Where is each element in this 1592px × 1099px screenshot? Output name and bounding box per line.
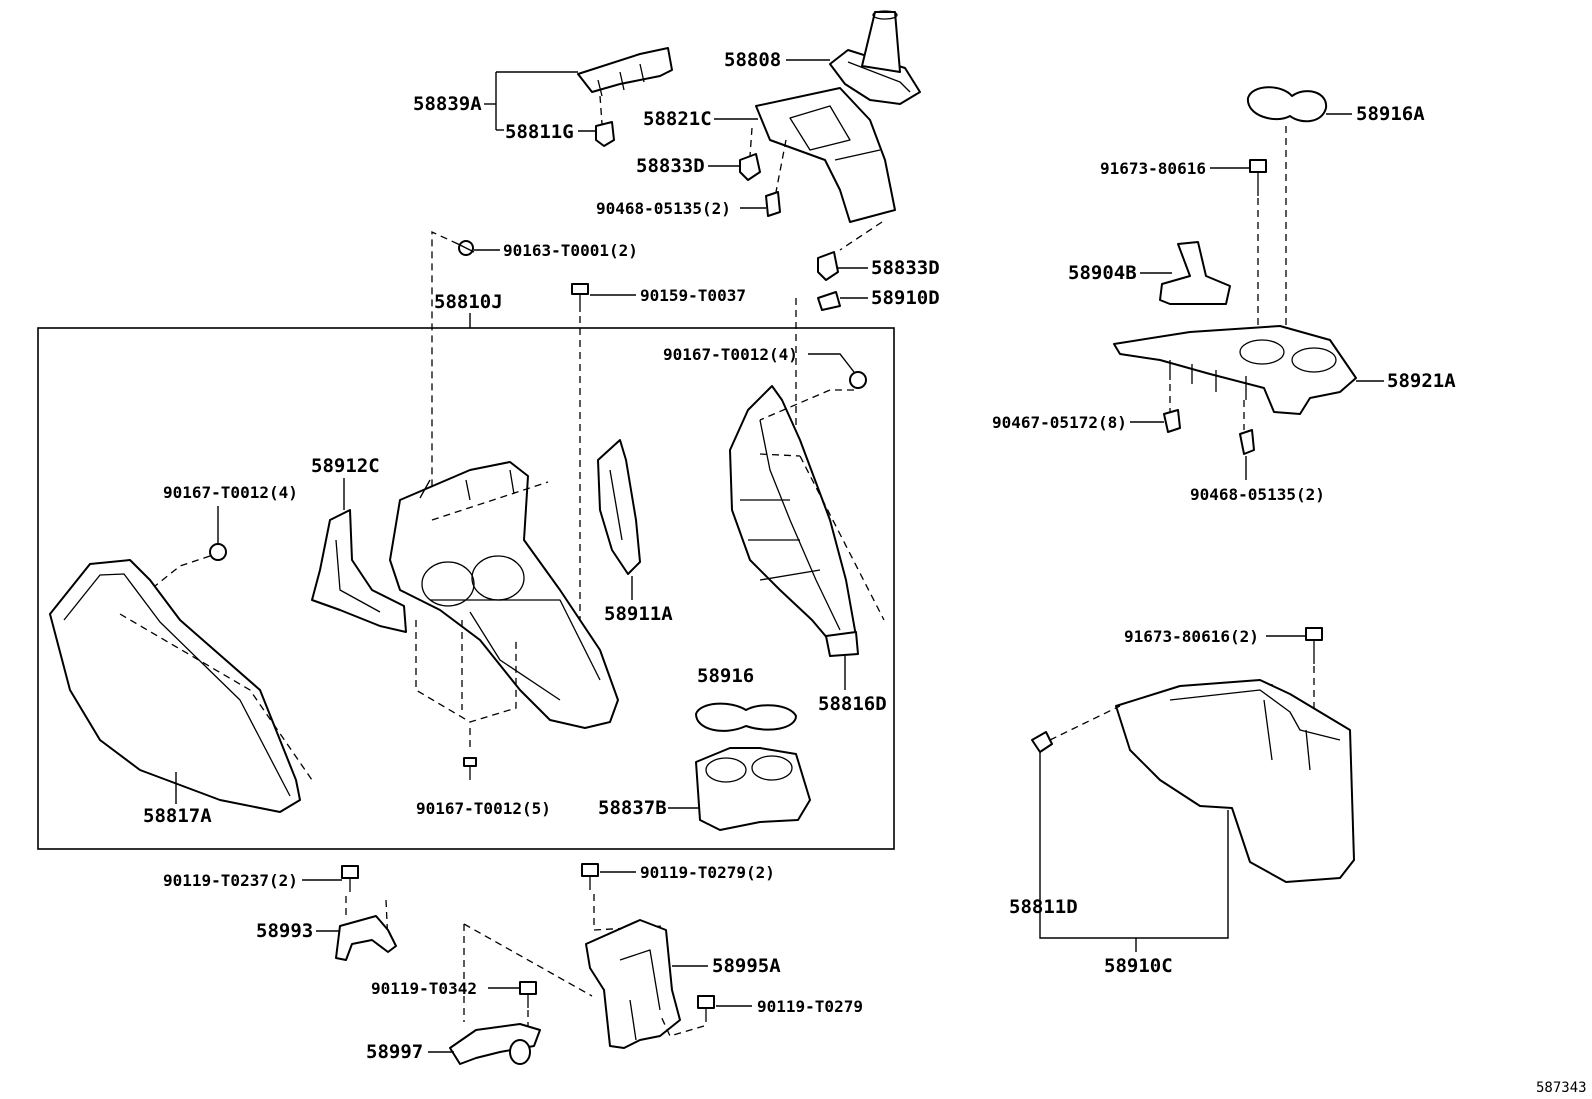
part-90119-T0279-bolt (697, 995, 715, 1022)
part-58993-bracket (335, 915, 397, 961)
callout-90468-05135-top: 90468-05135(2) (596, 199, 731, 218)
callout-91673-80616-2: 91673-80616(2) (1124, 627, 1259, 646)
part-58811D-clip (1031, 731, 1053, 753)
callout-90167-T0012-5: 90167-T0012(5) (416, 799, 551, 818)
part-58816D-side-panel (729, 385, 859, 657)
callout-90119-T0279: 90119-T0279 (757, 997, 863, 1016)
part-58811G-clip (595, 121, 615, 147)
callout-58808: 58808 (724, 49, 781, 71)
callout-58837B: 58837B (598, 797, 667, 819)
part-58833D-clip-mid (817, 251, 839, 281)
callout-58910C: 58910C (1104, 955, 1173, 977)
callout-90119-T0342: 90119-T0342 (371, 979, 477, 998)
callout-90167-T0012-right: 90167-T0012(4) (663, 345, 798, 364)
callout-58910D: 58910D (871, 287, 940, 309)
part-58997-bracket (449, 1023, 541, 1065)
callout-58833D-mid: 58833D (871, 257, 940, 279)
part-58810J-console-body (389, 461, 619, 729)
part-90467-clip (1163, 409, 1181, 433)
callout-58904B: 58904B (1068, 262, 1137, 284)
part-58910D-clip (817, 291, 841, 311)
callout-90119-T0279-2: 90119-T0279(2) (640, 863, 775, 882)
callout-58811D: 58811D (1009, 896, 1078, 918)
callout-58817A: 58817A (143, 805, 212, 827)
part-90468-clip-right (1239, 429, 1255, 455)
callout-90167-T0012-left: 90167-T0012(4) (163, 483, 298, 502)
part-58912C-bracket (311, 509, 407, 633)
part-58916A-gasket (1246, 86, 1328, 123)
part-58911A-trim (597, 439, 641, 575)
part-58995A-bracket (585, 919, 681, 1049)
callout-58811G: 58811G (505, 121, 574, 143)
callout-58911A: 58911A (604, 603, 673, 625)
callout-58912C: 58912C (311, 455, 380, 477)
part-58839A-bracket (577, 47, 673, 97)
callout-90467-05172: 90467-05172(8) (992, 413, 1127, 432)
diagram-reference-number: 587343 (1536, 1080, 1587, 1096)
part-90159-bolt (571, 283, 589, 312)
callout-58833D-top: 58833D (636, 155, 705, 177)
part-90167-screw-right (849, 371, 867, 389)
callout-58810J: 58810J (434, 291, 503, 313)
part-58837B-cup-holder (695, 747, 811, 831)
callout-91673-80616: 91673-80616 (1100, 159, 1206, 178)
callout-58997: 58997 (366, 1041, 423, 1063)
callout-58916: 58916 (697, 665, 754, 687)
part-58921A-tray (1113, 325, 1357, 415)
callout-58993: 58993 (256, 920, 313, 942)
part-90167-screw-left (209, 543, 227, 561)
part-58833D-clip-top (739, 153, 761, 181)
part-90468-clip-top (765, 191, 781, 217)
callout-58816D: 58816D (818, 693, 887, 715)
part-91673-80616-2-bolt (1305, 627, 1323, 664)
callout-90163-T0001: 90163-T0001(2) (503, 241, 638, 260)
part-90167-screw-bottom (463, 757, 477, 780)
part-58910C-console-box (1115, 679, 1355, 883)
part-90119-T0342-bolt (519, 981, 537, 1008)
part-58808-shift-boot (829, 10, 921, 105)
callout-58921A: 58921A (1387, 370, 1456, 392)
callout-90468-05135-right: 90468-05135(2) (1190, 485, 1325, 504)
part-90119-T0237-bolt (341, 865, 359, 892)
callout-58916A: 58916A (1356, 103, 1425, 125)
callout-58839A: 58839A (413, 93, 482, 115)
part-91673-80616-bolt (1249, 159, 1267, 196)
assembly-frame-58810J (37, 327, 895, 850)
part-58821C-bezel (755, 87, 896, 223)
part-58904B-trim (1159, 241, 1231, 305)
callout-90119-T0237: 90119-T0237(2) (163, 871, 298, 890)
part-58817A-side-panel (49, 559, 301, 813)
part-58916-gasket (695, 702, 797, 732)
callout-58821C: 58821C (643, 108, 712, 130)
part-90119-T0279-2-bolt (581, 863, 599, 890)
callout-90159-T0037: 90159-T0037 (640, 286, 746, 305)
part-90163-screw (457, 240, 475, 256)
callout-58995A: 58995A (712, 955, 781, 977)
